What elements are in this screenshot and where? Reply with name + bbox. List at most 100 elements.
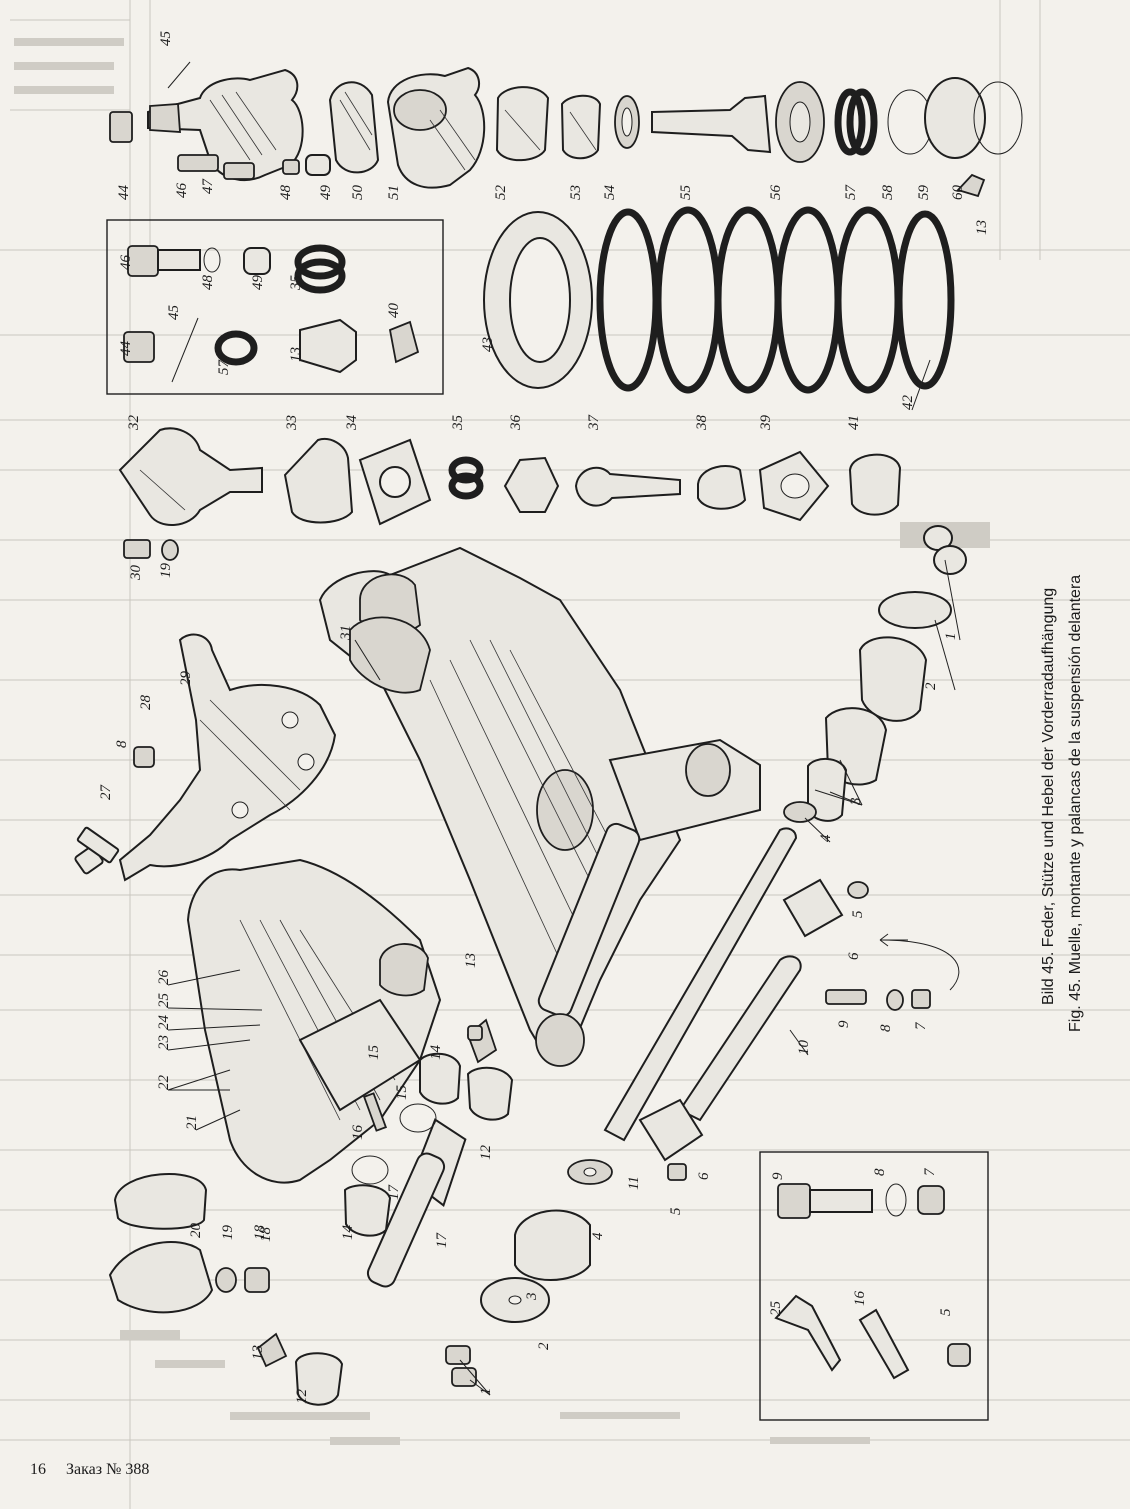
leader-line: [804, 817, 831, 843]
callout-inset-16: 16: [852, 1291, 868, 1307]
callout-extra-15: 15: [394, 1085, 410, 1101]
callout-extra-8: 8: [114, 740, 130, 748]
leader-line: [814, 789, 863, 806]
leader-line: [195, 1109, 241, 1131]
callout-inset-35: 35: [288, 275, 304, 292]
leader-line: [911, 359, 931, 411]
callout-inset-8: 8: [872, 1168, 888, 1176]
caption-spanish: Fig. 45. Muelle, montante y palancas de …: [1067, 575, 1084, 1032]
callout-main-5: 5: [850, 910, 866, 918]
callout-main-22: 22: [156, 1075, 172, 1091]
callout-main-1: 1: [943, 633, 959, 641]
callout-main-33: 33: [284, 415, 300, 431]
callout-extra-19: 19: [158, 563, 174, 579]
callout-main-25: 25: [156, 993, 172, 1009]
callout-main-57: 57: [843, 184, 859, 201]
callout-main-17: 17: [386, 1184, 402, 1201]
callout-inset-49: 49: [250, 275, 266, 291]
leader-line: [789, 1029, 809, 1056]
callout-main-18: 18: [258, 1227, 274, 1243]
callout-main-23: 23: [156, 1035, 172, 1050]
callout-extra-12: 12: [294, 1389, 310, 1405]
callout-main-38: 38: [694, 415, 710, 432]
callout-extra-18: 18: [252, 1225, 268, 1241]
callout-main-39: 39: [758, 415, 774, 432]
callout-main-37: 37: [586, 414, 602, 432]
callout-main-20: 20: [188, 1223, 204, 1239]
steering-knuckle-29: [74, 633, 337, 882]
callout-main-7: 7: [913, 1021, 929, 1030]
stud-55-56: [651, 77, 1023, 198]
callout-inset-7: 7: [922, 1167, 938, 1176]
order-number: Заказ № 388: [66, 1461, 149, 1478]
callout-main-13: 13: [463, 953, 479, 968]
inset-frame-bottom: [759, 1151, 989, 1421]
callout-main-3: 3: [848, 798, 864, 807]
spring-seat-43: [483, 211, 593, 389]
leader-line: [167, 1024, 261, 1031]
callout-main-32: 32: [126, 415, 142, 432]
callout-inset-48: 48: [200, 275, 216, 291]
callout-main-34: 34: [344, 415, 360, 432]
pivot-bushings: [603, 525, 967, 1162]
callout-extra-14: 14: [340, 1225, 356, 1241]
lower-bushings: [108, 1018, 514, 1406]
callout-main-46: 46: [174, 183, 190, 199]
callout-main-14: 14: [428, 1045, 444, 1061]
bushing-52-53: [495, 86, 640, 162]
callout-extra-5: 5: [668, 1207, 684, 1215]
callout-inset-9: 9: [770, 1172, 786, 1180]
inset-bolts: [774, 1183, 971, 1380]
callout-extra-2: 2: [536, 1342, 552, 1350]
callout-main-49: 49: [318, 185, 334, 201]
callout-inset-46: 46: [118, 255, 134, 271]
callout-main-8: 8: [878, 1024, 894, 1032]
callout-inset-44: 44: [118, 341, 134, 357]
callout-main-56: 56: [768, 185, 784, 201]
callout-main-36: 36: [508, 415, 524, 432]
leader-line: [934, 619, 956, 691]
callout-main-19: 19: [220, 1225, 236, 1241]
leader-line: [469, 1379, 491, 1396]
leader-line: [459, 1359, 491, 1396]
callout-inset-57: 57: [216, 359, 232, 376]
callout-main-12: 12: [478, 1145, 494, 1161]
inset-frame-top: [106, 219, 444, 395]
callout-main-53: 53: [568, 185, 584, 200]
callout-extra-13: 13: [250, 1345, 266, 1360]
callout-main-9: 9: [836, 1020, 852, 1028]
callout-main-35: 35: [450, 415, 466, 432]
inset-small-parts: [123, 244, 420, 383]
callout-main-55: 55: [678, 185, 694, 201]
callout-main-42: 42: [900, 395, 916, 411]
leader-line: [944, 559, 961, 641]
callout-main-50: 50: [350, 185, 366, 201]
callout-main-16: 16: [350, 1125, 366, 1141]
leader-line: [167, 1007, 263, 1011]
leader-line: [167, 969, 241, 986]
ball-joint-assembly: [109, 61, 331, 181]
callout-inset-45: 45: [166, 305, 182, 321]
callout-main-24: 24: [156, 1015, 172, 1031]
leader-line: [354, 639, 381, 681]
callout-inset-5: 5: [938, 1308, 954, 1316]
callout-main-6: 6: [846, 952, 862, 960]
callout-main-47: 47: [200, 178, 216, 195]
callout-main-28: 28: [138, 695, 154, 711]
callout-inset-25: 25: [768, 1301, 784, 1317]
callout-main-40: 40: [386, 303, 402, 319]
callout-extra-3: 3: [524, 1293, 540, 1302]
callout-main-11: 11: [626, 1176, 642, 1190]
callout-main-51: 51: [386, 185, 402, 200]
callout-main-52: 52: [493, 185, 509, 201]
callout-main-48: 48: [278, 185, 294, 201]
callout-main-21: 21: [184, 1115, 200, 1130]
caption-german: Bild 45. Feder, Stütze und Hebel der Vor…: [1040, 588, 1057, 1005]
callout-main-44: 44: [116, 185, 132, 201]
callout-main-59: 59: [916, 185, 932, 201]
page-number: 16: [30, 1461, 46, 1478]
callout-main-54: 54: [602, 185, 618, 201]
